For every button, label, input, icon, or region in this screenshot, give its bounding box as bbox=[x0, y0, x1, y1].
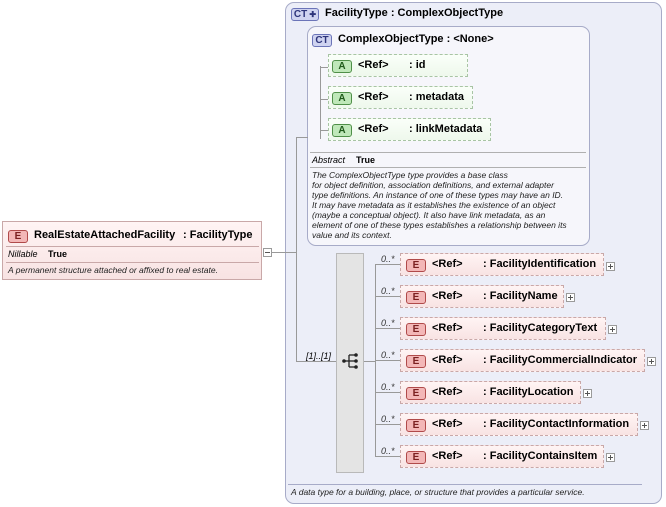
cardinality: 0..* bbox=[381, 382, 395, 392]
element-badge: E bbox=[406, 291, 426, 304]
collapse-toggle[interactable] bbox=[263, 248, 272, 257]
child-element-facility-commercial-indicator[interactable]: E <Ref> : FacilityCommercialIndicator bbox=[400, 349, 645, 372]
facility-type-description: A data type for a building, place, or st… bbox=[291, 487, 585, 497]
element-name: : FacilityIdentification bbox=[483, 258, 597, 270]
cardinality: 0..* bbox=[381, 414, 395, 424]
expand-toggle[interactable] bbox=[583, 389, 592, 398]
attribute-ref: <Ref> bbox=[358, 91, 389, 103]
cardinality: 0..* bbox=[381, 318, 395, 328]
child-element-facility-identification[interactable]: E <Ref> : FacilityIdentification bbox=[400, 253, 604, 276]
expand-toggle[interactable] bbox=[647, 357, 656, 366]
sequence-icon bbox=[342, 353, 358, 369]
element-name: : FacilityCategoryText bbox=[483, 322, 598, 334]
attribute-ref: <Ref> bbox=[358, 59, 389, 71]
root-element-name: RealEstateAttachedFacility bbox=[34, 229, 176, 241]
nillable-label: Nillable bbox=[8, 249, 38, 259]
expand-toggle[interactable] bbox=[606, 453, 615, 462]
element-ref: <Ref> bbox=[432, 290, 463, 302]
sequence-cardinality: [1]..[1] bbox=[306, 351, 332, 361]
cardinality: 0..* bbox=[381, 446, 395, 456]
attribute-ref: <Ref> bbox=[358, 123, 389, 135]
element-name: : FacilityContactInformation bbox=[483, 418, 630, 430]
element-badge: E bbox=[406, 387, 426, 400]
element-name: : FacilityContainsItem bbox=[483, 450, 598, 462]
element-name: : FacilityName bbox=[483, 290, 558, 302]
attribute-name: : linkMetadata bbox=[409, 123, 483, 135]
element-ref: <Ref> bbox=[432, 418, 463, 430]
attribute-badge: A bbox=[332, 124, 352, 137]
element-badge: E bbox=[406, 451, 426, 464]
complex-object-type-title: ComplexObjectType : <None> bbox=[338, 33, 494, 45]
complex-object-type-description: The ComplexObjectType type provides a ba… bbox=[312, 170, 567, 240]
element-badge: E bbox=[406, 323, 426, 336]
child-element-facility-category-text[interactable]: E <Ref> : FacilityCategoryText bbox=[400, 317, 606, 340]
abstract-label: Abstract bbox=[312, 155, 346, 165]
child-element-facility-contact-information[interactable]: E <Ref> : FacilityContactInformation bbox=[400, 413, 638, 436]
sequence-compositor[interactable] bbox=[336, 253, 364, 473]
element-ref: <Ref> bbox=[432, 354, 463, 366]
cardinality: 0..* bbox=[381, 254, 395, 264]
root-element-description: A permanent structure attached or affixe… bbox=[8, 265, 218, 275]
element-ref: <Ref> bbox=[432, 258, 463, 270]
complex-type-badge: CT ✚ bbox=[291, 8, 319, 21]
root-element-type: : FacilityType bbox=[183, 229, 253, 241]
element-badge: E bbox=[406, 259, 426, 272]
nillable-value: True bbox=[48, 249, 68, 259]
cardinality: 0..* bbox=[381, 350, 395, 360]
element-ref: <Ref> bbox=[432, 322, 463, 334]
attribute-badge: A bbox=[332, 92, 352, 105]
child-element-facility-contains-item[interactable]: E <Ref> : FacilityContainsItem bbox=[400, 445, 604, 468]
child-element-facility-name[interactable]: E <Ref> : FacilityName bbox=[400, 285, 564, 308]
expand-toggle[interactable] bbox=[566, 293, 575, 302]
complex-type-badge: CT bbox=[312, 34, 332, 47]
expand-toggle[interactable] bbox=[606, 262, 615, 271]
abstract-value: True bbox=[356, 155, 376, 165]
element-name: : FacilityLocation bbox=[483, 386, 574, 398]
attribute-badge: A bbox=[332, 60, 352, 73]
attribute-link-metadata[interactable]: A <Ref> : linkMetadata bbox=[328, 118, 491, 141]
attribute-name: : id bbox=[409, 59, 426, 71]
child-element-facility-location[interactable]: E <Ref> : FacilityLocation bbox=[400, 381, 581, 404]
element-name: : FacilityCommercialIndicator bbox=[483, 354, 638, 366]
element-badge: E bbox=[406, 419, 426, 432]
facility-type-title: FacilityType : ComplexObjectType bbox=[325, 7, 504, 19]
expand-toggle[interactable] bbox=[608, 325, 617, 334]
element-ref: <Ref> bbox=[432, 450, 463, 462]
element-badge: E bbox=[8, 230, 28, 243]
expand-toggle[interactable] bbox=[640, 421, 649, 430]
element-badge: E bbox=[406, 355, 426, 368]
attribute-name: : metadata bbox=[409, 91, 465, 103]
cardinality: 0..* bbox=[381, 286, 395, 296]
attribute-metadata[interactable]: A <Ref> : metadata bbox=[328, 86, 473, 109]
attribute-id[interactable]: A <Ref> : id bbox=[328, 54, 468, 77]
root-element[interactable]: E RealEstateAttachedFacility : FacilityT… bbox=[2, 221, 262, 280]
element-ref: <Ref> bbox=[432, 386, 463, 398]
